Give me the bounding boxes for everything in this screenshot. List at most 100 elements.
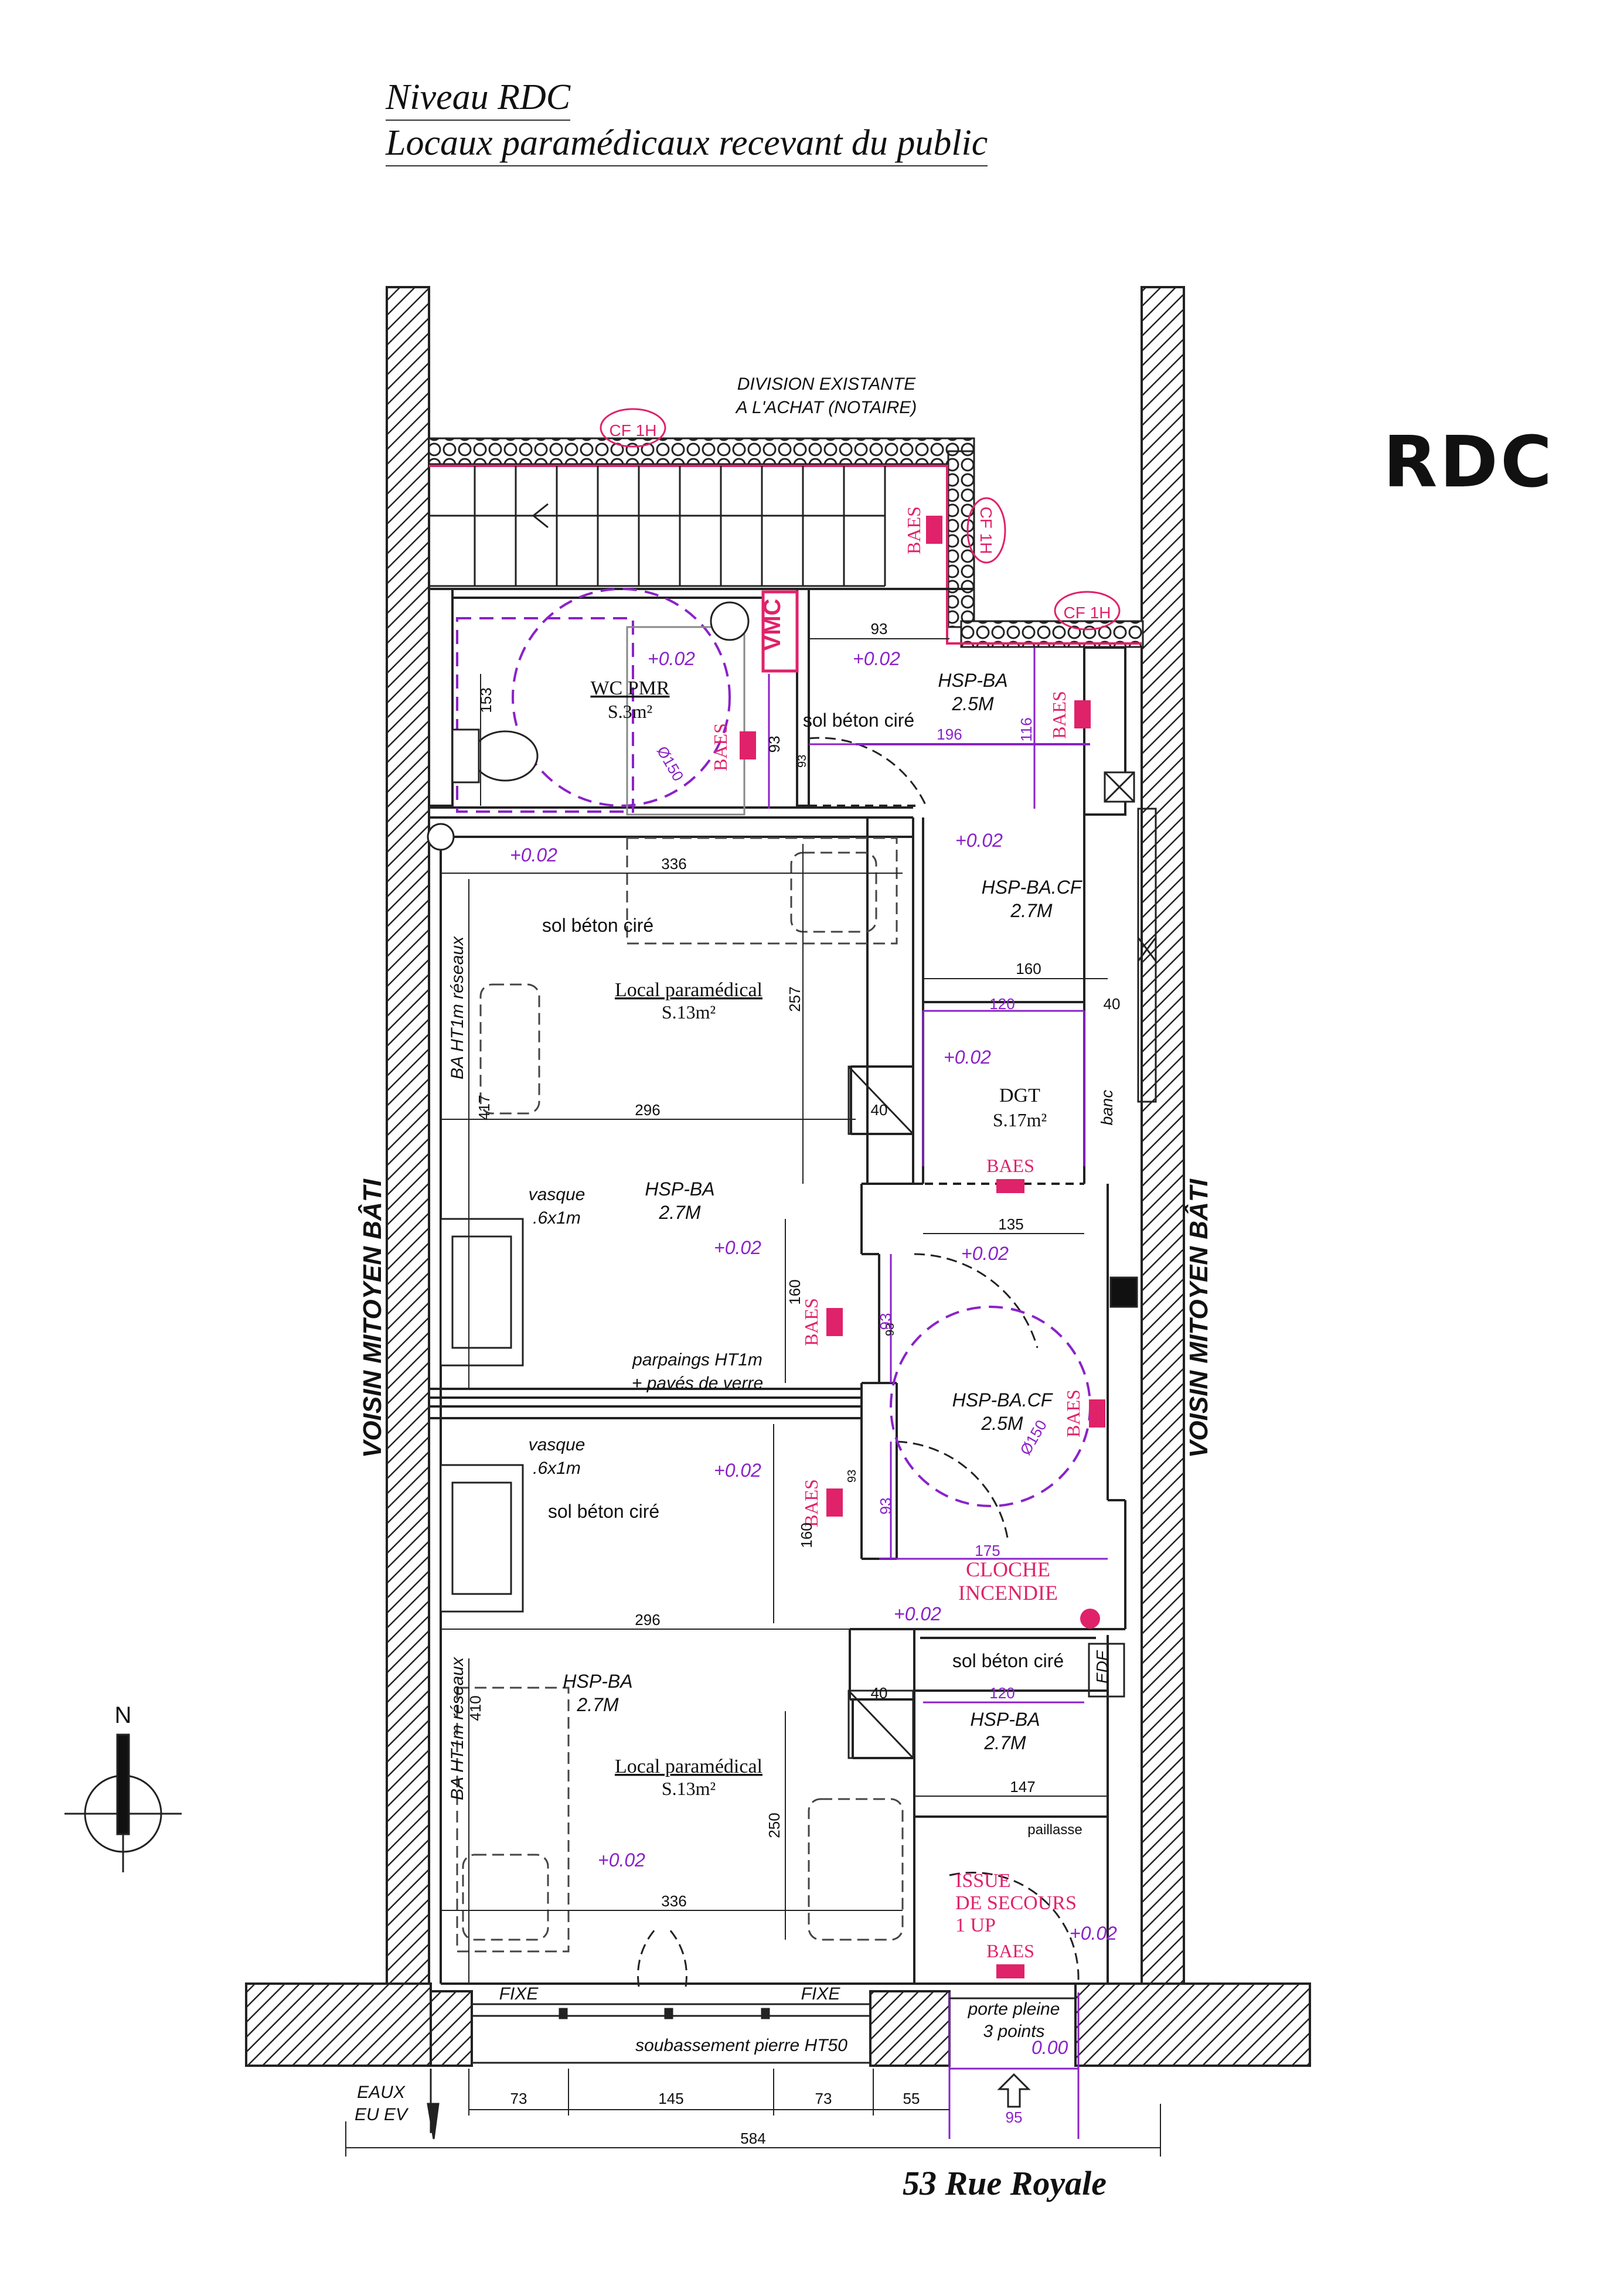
dimension-values: 93 153 93 116 196 336 257 160 120 40 296… <box>467 620 1120 2147</box>
fixe-left: FIXE <box>499 1984 539 2004</box>
dgt-area: S.17m² <box>993 1109 1047 1130</box>
edf-box <box>1088 1643 1125 1698</box>
street-pier-mid <box>869 1990 951 2067</box>
entry-hsp: HSP-BA <box>970 1709 1040 1730</box>
stair-enclosure <box>428 437 1144 648</box>
local1-area: S.13m² <box>662 1001 716 1023</box>
vasque-2: vasque <box>529 1435 585 1454</box>
vmc-label: VMC <box>760 599 785 651</box>
street-wall-left <box>245 1982 432 2067</box>
insulated-wall-side <box>947 450 975 628</box>
stair-treads <box>429 466 886 587</box>
fixtures <box>440 601 750 1613</box>
wc2-level: +0.02 <box>853 648 900 669</box>
ba-reseaux-1: BA HT1m réseaux <box>448 936 467 1079</box>
banc-label: banc <box>1098 1090 1116 1126</box>
dim-196: 196 <box>937 725 962 743</box>
local1-sol: sol béton ciré <box>542 915 653 936</box>
dim-40-dgt: 40 <box>1104 995 1121 1013</box>
right-party-wall <box>1141 286 1185 1985</box>
parpaings-line2: + pavés de verre <box>632 1374 763 1393</box>
baes-label: BAES <box>1048 691 1070 739</box>
local1b-level: +0.02 <box>714 1237 761 1258</box>
local2-name: Local paramédical <box>615 1756 762 1777</box>
dim-160-cf: 160 <box>1016 960 1041 977</box>
insulated-wall-top <box>428 437 975 465</box>
dim-55: 55 <box>903 2090 920 2107</box>
street-address: 53 Rue Royale <box>903 2164 1107 2202</box>
dim-93-cf2: 93 <box>877 1498 894 1515</box>
turning-circles <box>456 588 1091 1507</box>
dim-160-low: 160 <box>798 1522 815 1548</box>
cf2-hsp: HSP-BA.CF <box>952 1389 1054 1411</box>
baes-label: BAES <box>1063 1389 1084 1437</box>
cf1-level: +0.02 <box>955 830 1003 851</box>
wc-level: +0.02 <box>648 648 695 669</box>
cf-label-3: CF 1H <box>977 507 995 554</box>
parpaings-line1: parpaings HT1m <box>632 1350 762 1370</box>
plan-title-use: Locaux paramédicaux recevant du public <box>386 121 988 166</box>
door-width-3: 93 <box>846 1470 859 1483</box>
porte-line2: 3 points <box>983 2022 1044 2041</box>
wc-basin <box>710 601 750 641</box>
baes-labels: BAES BAES BAES BAES BAES BAES BAES BAES <box>710 506 1084 1961</box>
plan-title-level: Niveau RDC <box>386 75 571 121</box>
cloche-line1: CLOCHE <box>966 1558 1050 1581</box>
interior-walls <box>428 588 1126 1985</box>
dim-336-low: 336 <box>661 1892 686 1910</box>
dim-410: 410 <box>467 1695 484 1721</box>
cf2-hsp-h: 2.5M <box>981 1413 1023 1434</box>
cf2-level: +0.02 <box>961 1243 1009 1264</box>
exterior-level: 0.00 <box>1032 2037 1068 2058</box>
wc-hsp-h: 2.5M <box>951 693 993 714</box>
baes-label: BAES <box>801 1479 822 1527</box>
safety-labels: CLOCHE INCENDIE ISSUE DE SECOURS 1 UP <box>955 1558 1077 1936</box>
baes-label: BAES <box>986 1940 1034 1961</box>
dim-145: 145 <box>658 2090 683 2107</box>
wc-bowl <box>472 730 539 782</box>
dim-135: 135 <box>998 1215 1023 1233</box>
baes-label: BAES <box>903 506 924 554</box>
room-names: WC PMR S.3m² Local paramédical S.13m² DG… <box>590 677 1047 1799</box>
porte-line1: porte pleine <box>968 1999 1060 2019</box>
dim-73-left: 73 <box>510 2090 527 2107</box>
dgt-name: DGT <box>999 1085 1040 1106</box>
posts <box>427 771 1157 1759</box>
wc-sol: sol béton ciré <box>803 710 914 731</box>
north-label: N <box>115 1702 132 1728</box>
left-party-wall <box>386 286 430 1985</box>
dim-73-right: 73 <box>815 2090 832 2107</box>
dim-95: 95 <box>1006 2108 1023 2126</box>
wc-circle-dia: Ø150 <box>653 743 687 784</box>
local2b-level: +0.02 <box>598 1849 645 1871</box>
cf1-hsp: HSP-BA.CF <box>982 877 1083 898</box>
wc-area: S.3m² <box>608 701 652 722</box>
sink-2 <box>440 1464 524 1613</box>
entry-level: +0.02 <box>894 1603 941 1624</box>
issue-level: +0.02 <box>1070 1923 1117 1944</box>
vmc-duct: VMC <box>760 590 799 673</box>
eaux-line2: EU EV <box>355 2105 409 2124</box>
sink-1 <box>440 1218 524 1367</box>
street-wall-right <box>1074 1982 1311 2067</box>
street-facade <box>427 1997 1075 2140</box>
baes-markers <box>740 516 1105 1978</box>
baes-label: BAES <box>710 723 731 771</box>
division-line2: A L'ACHAT (NOTAIRE) <box>735 398 917 417</box>
cf-label-1: CF 1H <box>610 421 657 440</box>
dim-40-left: 40 <box>871 1101 888 1119</box>
issue-line1: ISSUE <box>955 1870 1010 1892</box>
cf-tags <box>600 408 1121 631</box>
dgt-level: +0.02 <box>944 1047 991 1068</box>
wc-name: WC PMR <box>590 677 669 699</box>
dim-93-cf: 93 <box>877 1313 894 1330</box>
entry-hsp-h: 2.7M <box>983 1732 1026 1753</box>
dim-584: 584 <box>740 2130 765 2147</box>
street-pier-left <box>430 1990 473 2067</box>
dim-40-low: 40 <box>871 1684 888 1702</box>
cf1-hsp-h: 2.7M <box>1010 900 1052 921</box>
dim-120-low: 120 <box>989 1684 1015 1702</box>
local2-level: +0.02 <box>714 1460 761 1481</box>
wc-hsp: HSP-BA <box>938 670 1007 691</box>
dimension-lines <box>768 648 1108 2139</box>
